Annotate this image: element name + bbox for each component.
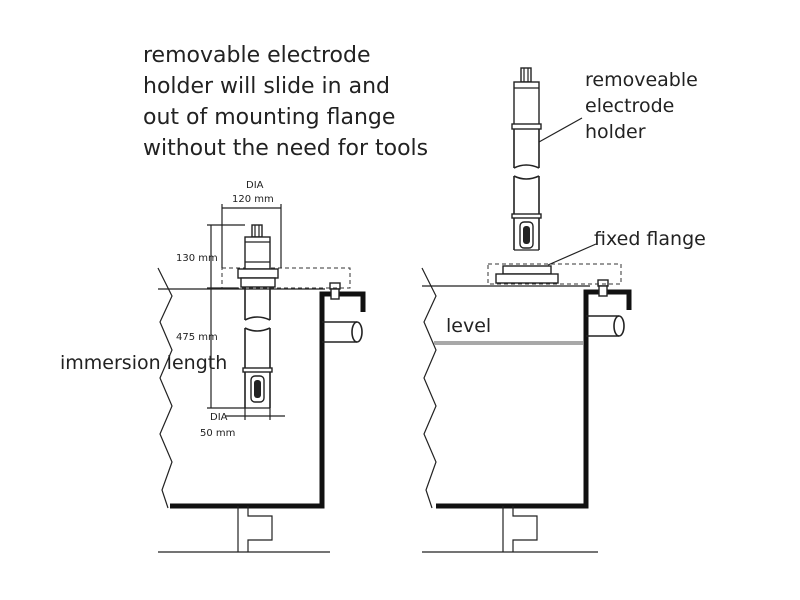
right-holder-head xyxy=(513,81,540,127)
left-tank xyxy=(157,267,366,553)
left-tank-wall xyxy=(170,291,366,509)
right-holder-tube-lower xyxy=(513,176,540,250)
left-holder-tube-break xyxy=(244,316,271,332)
left-connector xyxy=(251,224,263,238)
right-electrode-holder: removeable electrode holder xyxy=(511,67,698,251)
left-flange-bolt xyxy=(329,282,341,300)
caption-line-4: without the need for tools xyxy=(143,136,428,161)
right-inlet-pipe xyxy=(586,315,619,337)
height-label: 130 mm xyxy=(176,253,218,264)
right-tank: level xyxy=(421,267,632,553)
fixed-flange: fixed flange xyxy=(487,228,706,285)
left-holder-flange xyxy=(237,268,279,279)
right-tank-break-line xyxy=(421,267,437,509)
holder-label-line-2: electrode xyxy=(585,95,674,117)
dia-bottom-value: 50 mm xyxy=(200,428,235,439)
dia-top-value: 120 mm xyxy=(232,194,274,205)
caption-line-3: out of mounting flange xyxy=(143,105,395,130)
holder-label-line-3: holder xyxy=(585,121,646,143)
right-tank-base xyxy=(422,506,598,553)
left-tank-base xyxy=(158,506,330,553)
length-label: 475 mm xyxy=(176,332,218,343)
right-holder-tube-break xyxy=(513,164,540,180)
caption: removable electrode holder will slide in… xyxy=(143,43,428,161)
immersion-length-label: immersion length xyxy=(60,352,227,374)
fixed-flange-label: fixed flange xyxy=(594,228,706,250)
holder-leader-line xyxy=(538,117,583,143)
dia-bottom-label: DIA xyxy=(210,412,228,423)
flange-leader-line xyxy=(547,243,597,266)
right-flange-outline xyxy=(487,263,622,285)
left-holder-tube-upper xyxy=(244,287,271,320)
right-tank-wall xyxy=(436,289,632,509)
right-inlet-pipe-end xyxy=(613,315,625,337)
caption-line-2: holder will slide in and xyxy=(143,74,390,99)
left-dimensions: DIA 120 mm 130 mm 475 mm immersion lengt… xyxy=(60,180,285,439)
caption-line-1: removable electrode xyxy=(143,43,371,68)
right-flange-bolt xyxy=(597,279,609,297)
left-tank-break-line xyxy=(157,267,173,509)
holder-label-line-1: removeable xyxy=(585,69,698,91)
left-electrode-holder xyxy=(221,224,351,409)
dia-top-label: DIA xyxy=(246,180,264,191)
level-label: level xyxy=(446,315,491,337)
left-inlet-pipe xyxy=(322,321,357,343)
right-holder-tube-upper xyxy=(513,129,540,168)
right-connector xyxy=(520,67,532,83)
left-flange-outline xyxy=(221,267,351,289)
left-inlet-pipe-end xyxy=(351,321,363,343)
